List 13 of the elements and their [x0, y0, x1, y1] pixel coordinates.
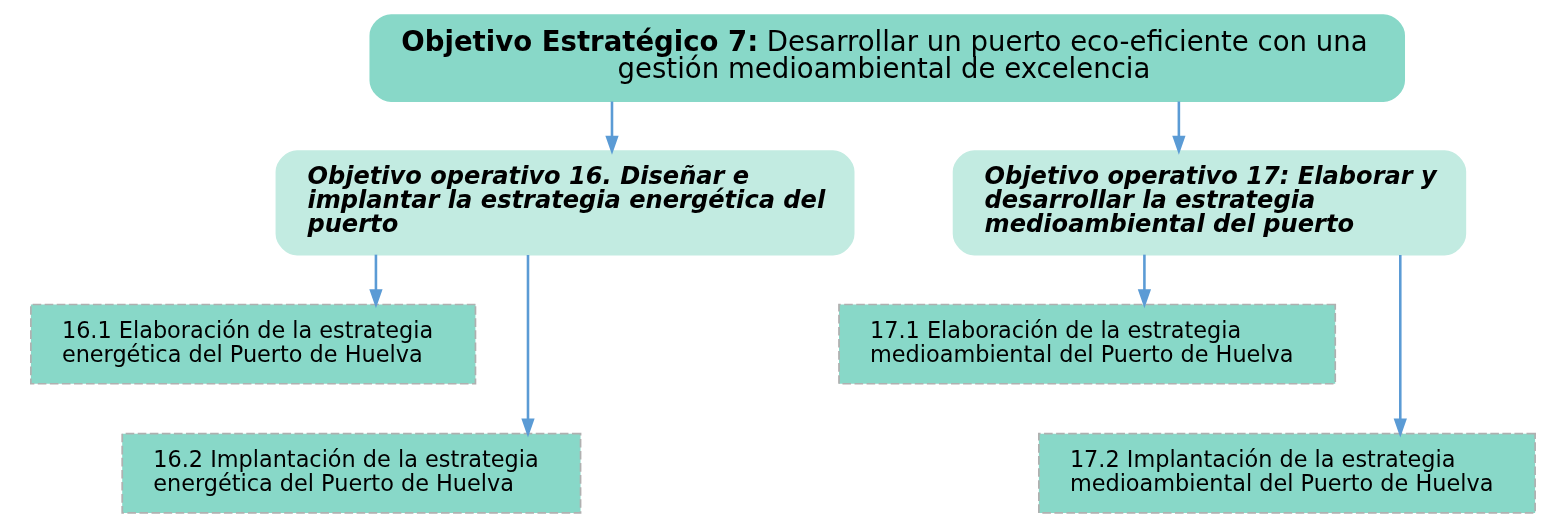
arrow	[604, 101, 619, 155]
arrow	[1137, 254, 1151, 309]
node-box: 16.1 Elaboración de la estrategia energética del Puerto de Huelva	[29, 303, 476, 385]
arrow	[520, 255, 535, 438]
node-box: 16.2 Implantación de la estrategia energética del Puerto de Huelva	[120, 432, 581, 514]
node-box: 17.2 Implantación de la estrategia medioambiental del Puerto de Huelva	[1037, 432, 1536, 514]
node-box: 17.1 Elaboración de la estrategia medioambiental del Puerto de Huelva	[837, 303, 1336, 385]
arrow	[368, 254, 383, 309]
arrow	[1393, 255, 1407, 438]
node-box: Objetivo operativo 16. Diseñar e implantar la estrategia energética del puerto	[275, 150, 854, 256]
node-box: Objetivo Estratégico 7: Desarrollar un puerto eco-eficiente con una gestión medioambiental de excelencia	[368, 14, 1405, 103]
node-box: Objetivo operativo 17: Elaborar y desarrollar la estrategia medioambiental del puerto	[952, 150, 1466, 256]
arrow	[1171, 101, 1185, 155]
